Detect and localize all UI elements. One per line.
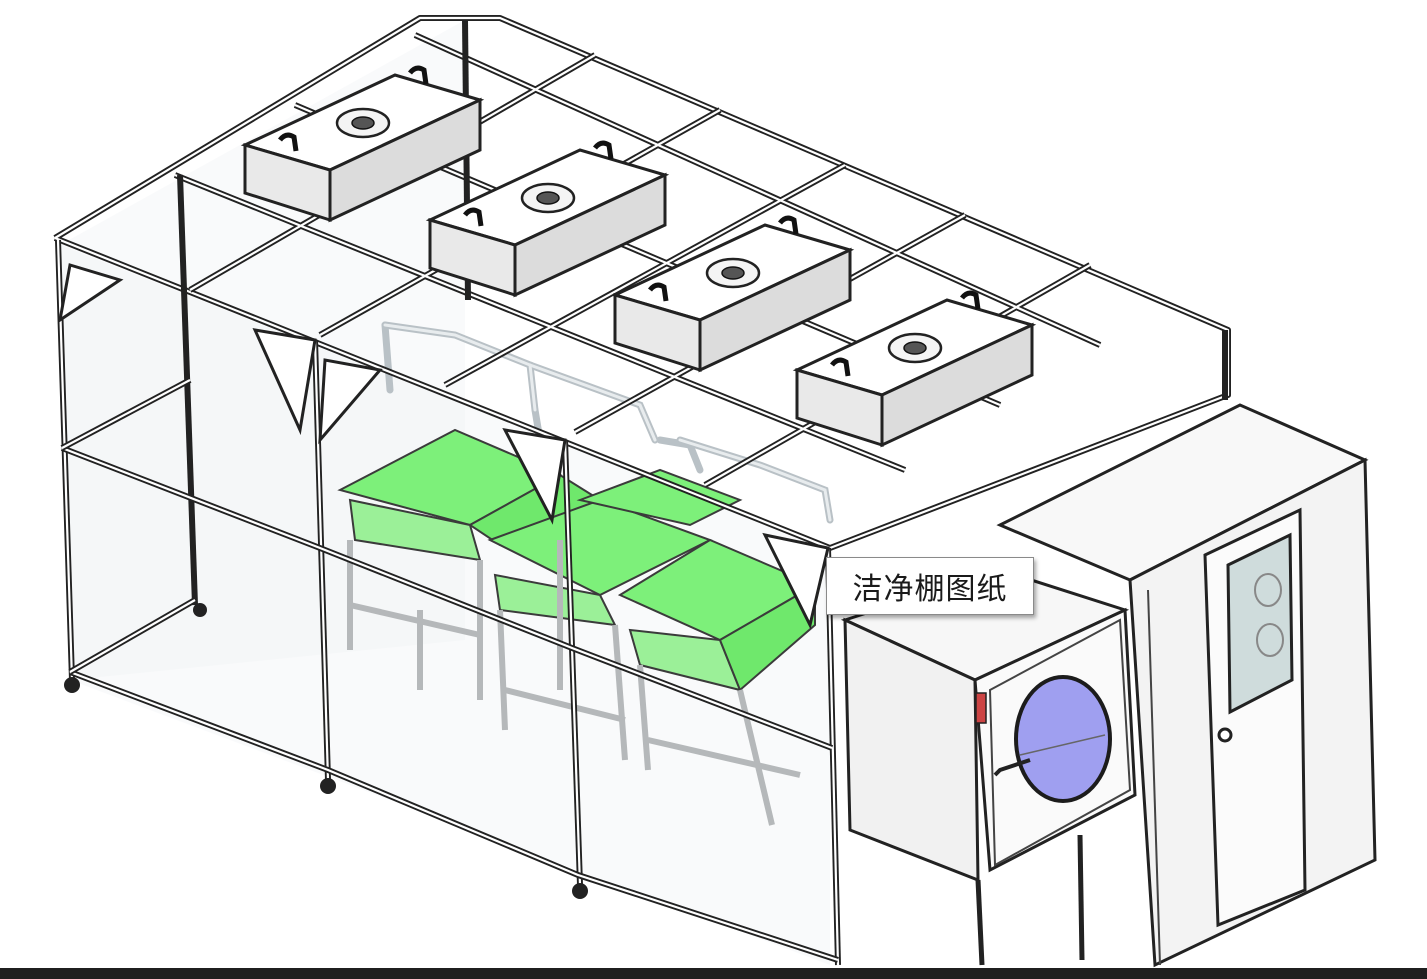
door-knob: [1217, 727, 1233, 743]
foot: [64, 677, 80, 693]
foot: [193, 603, 207, 617]
handle-icon: [830, 357, 851, 377]
air-shower: [996, 403, 1377, 968]
front-glass-wall: [60, 245, 830, 965]
latch-handle: [993, 758, 1031, 777]
foot: [320, 778, 336, 794]
fan-filter-units: [240, 65, 1037, 448]
drawing-label-text: 洁净棚图纸: [852, 572, 1008, 607]
bench-surface-3: [576, 468, 743, 527]
fan-filter-unit: [425, 140, 670, 298]
fan-filter-unit: [240, 65, 485, 223]
bench-surface-4c: [718, 583, 816, 692]
door-window: [1226, 532, 1294, 715]
gusset-3: [762, 532, 830, 630]
gusset-2: [502, 428, 567, 525]
gusset-5: [318, 358, 383, 445]
fan-filter-unit: [610, 215, 855, 373]
gusset-1: [252, 328, 317, 436]
handle-icon: [278, 132, 299, 152]
gusset-4: [57, 263, 124, 324]
handle-icon: [778, 215, 799, 235]
pass-box: [840, 568, 1137, 966]
status-light: [975, 692, 987, 724]
foot: [572, 883, 588, 899]
handle-icon: [408, 65, 429, 85]
bottom-bar: [0, 968, 1427, 979]
porthole-window: [1014, 675, 1112, 803]
handle-icon: [960, 290, 981, 310]
handle-icon: [463, 207, 484, 227]
handle-icon: [648, 282, 669, 302]
drawing-label: 洁净棚图纸: [826, 557, 1034, 615]
handle-icon: [593, 140, 614, 160]
fan-filter-unit: [792, 290, 1037, 448]
